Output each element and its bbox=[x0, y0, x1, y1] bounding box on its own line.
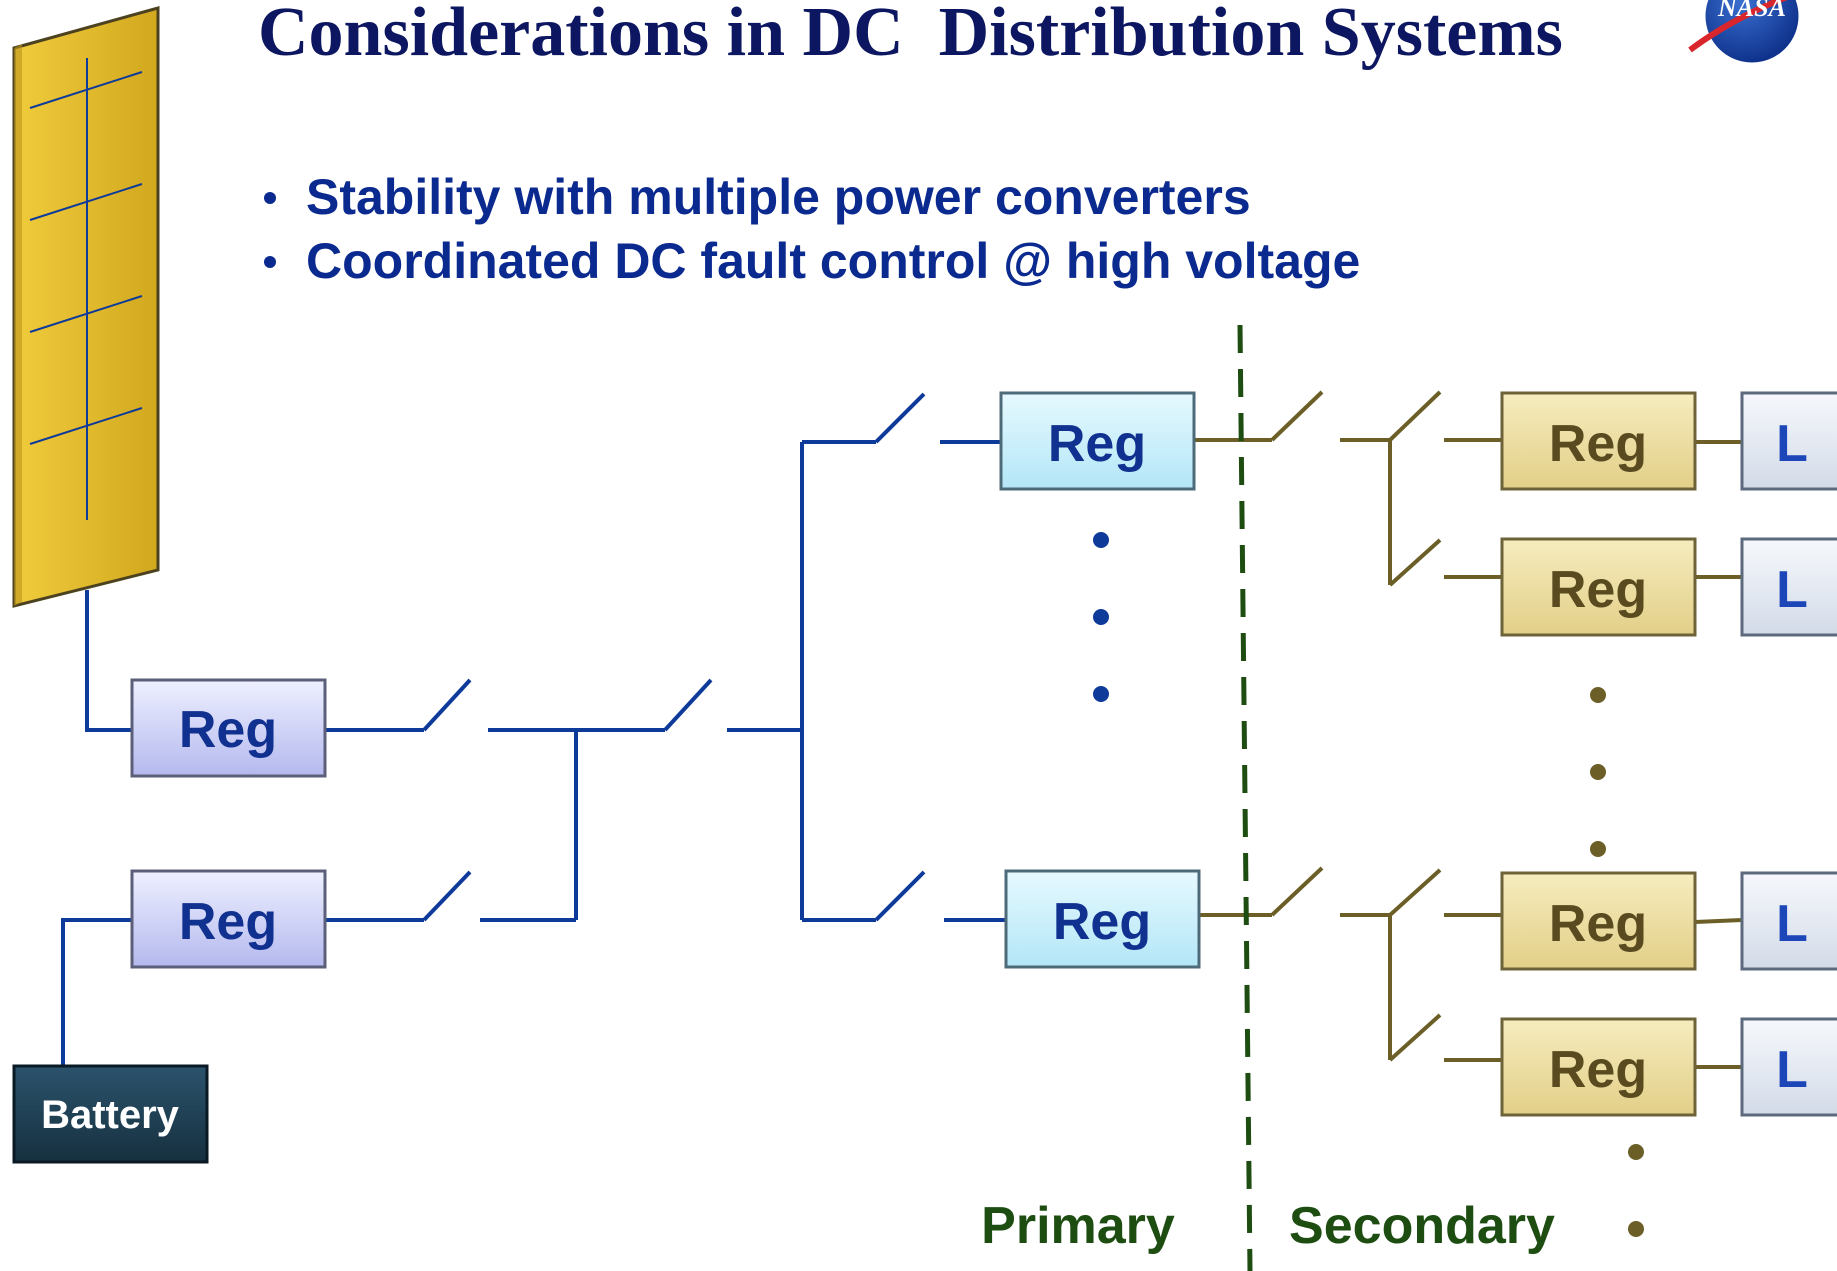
secondary-regulator-4: Reg bbox=[1500, 1017, 1697, 1117]
load-2: L bbox=[1740, 537, 1837, 637]
primary-regulator-bottom: Reg bbox=[1004, 869, 1201, 969]
bullet-dot bbox=[264, 256, 276, 268]
bullet-item-fault-control: Coordinated DC fault control @ high volt… bbox=[306, 233, 1360, 289]
zone-label-primary: Primary bbox=[981, 1197, 1175, 1255]
load-4: L bbox=[1740, 1017, 1837, 1117]
source-regulator-solar: Reg bbox=[130, 678, 327, 778]
load-label: L bbox=[1776, 895, 1808, 953]
secondary-regulator-1: Reg bbox=[1500, 391, 1697, 491]
load-1: L bbox=[1740, 391, 1837, 491]
zone-label-secondary: Secondary bbox=[1289, 1197, 1555, 1255]
regulator-label: Reg bbox=[1549, 415, 1647, 473]
regulator-label: Reg bbox=[1048, 415, 1146, 473]
bullet-item-stability: Stability with multiple power converters bbox=[306, 169, 1251, 225]
load-label: L bbox=[1776, 561, 1808, 619]
load-3: L bbox=[1740, 871, 1837, 971]
solar-panel-icon bbox=[12, 6, 160, 608]
primary-regulator-top: Reg bbox=[999, 391, 1196, 491]
load-label: L bbox=[1776, 1041, 1808, 1099]
secondary-ellipsis-upper bbox=[1590, 687, 1606, 857]
secondary-regulator-3: Reg bbox=[1500, 871, 1697, 971]
regulator-label: Reg bbox=[179, 701, 277, 759]
load-label: L bbox=[1776, 415, 1808, 473]
primary-bus-wiring bbox=[61, 392, 1006, 1066]
secondary-bus-wiring bbox=[1194, 390, 1743, 1069]
primary-secondary-divider bbox=[1237, 324, 1253, 1271]
battery-label: Battery bbox=[41, 1093, 180, 1137]
battery: Battery bbox=[12, 1064, 209, 1164]
nasa-logo-icon: NASA bbox=[1688, 0, 1802, 66]
secondary-ellipsis-lower bbox=[1628, 1144, 1644, 1237]
regulator-label: Reg bbox=[1053, 893, 1151, 951]
source-regulator-battery: Reg bbox=[130, 869, 327, 969]
bullet-dot bbox=[264, 192, 276, 204]
regulator-label: Reg bbox=[179, 893, 277, 951]
regulator-label: Reg bbox=[1549, 561, 1647, 619]
primary-ellipsis bbox=[1093, 532, 1109, 702]
page-title: Considerations in DC Distribution System… bbox=[258, 0, 1563, 71]
nasa-logo-text: NASA bbox=[1717, 0, 1786, 22]
bullet-list: Stability with multiple power converters… bbox=[264, 169, 1360, 289]
regulator-label: Reg bbox=[1549, 895, 1647, 953]
regulator-label: Reg bbox=[1549, 1041, 1647, 1099]
secondary-regulator-2: Reg bbox=[1500, 537, 1697, 637]
